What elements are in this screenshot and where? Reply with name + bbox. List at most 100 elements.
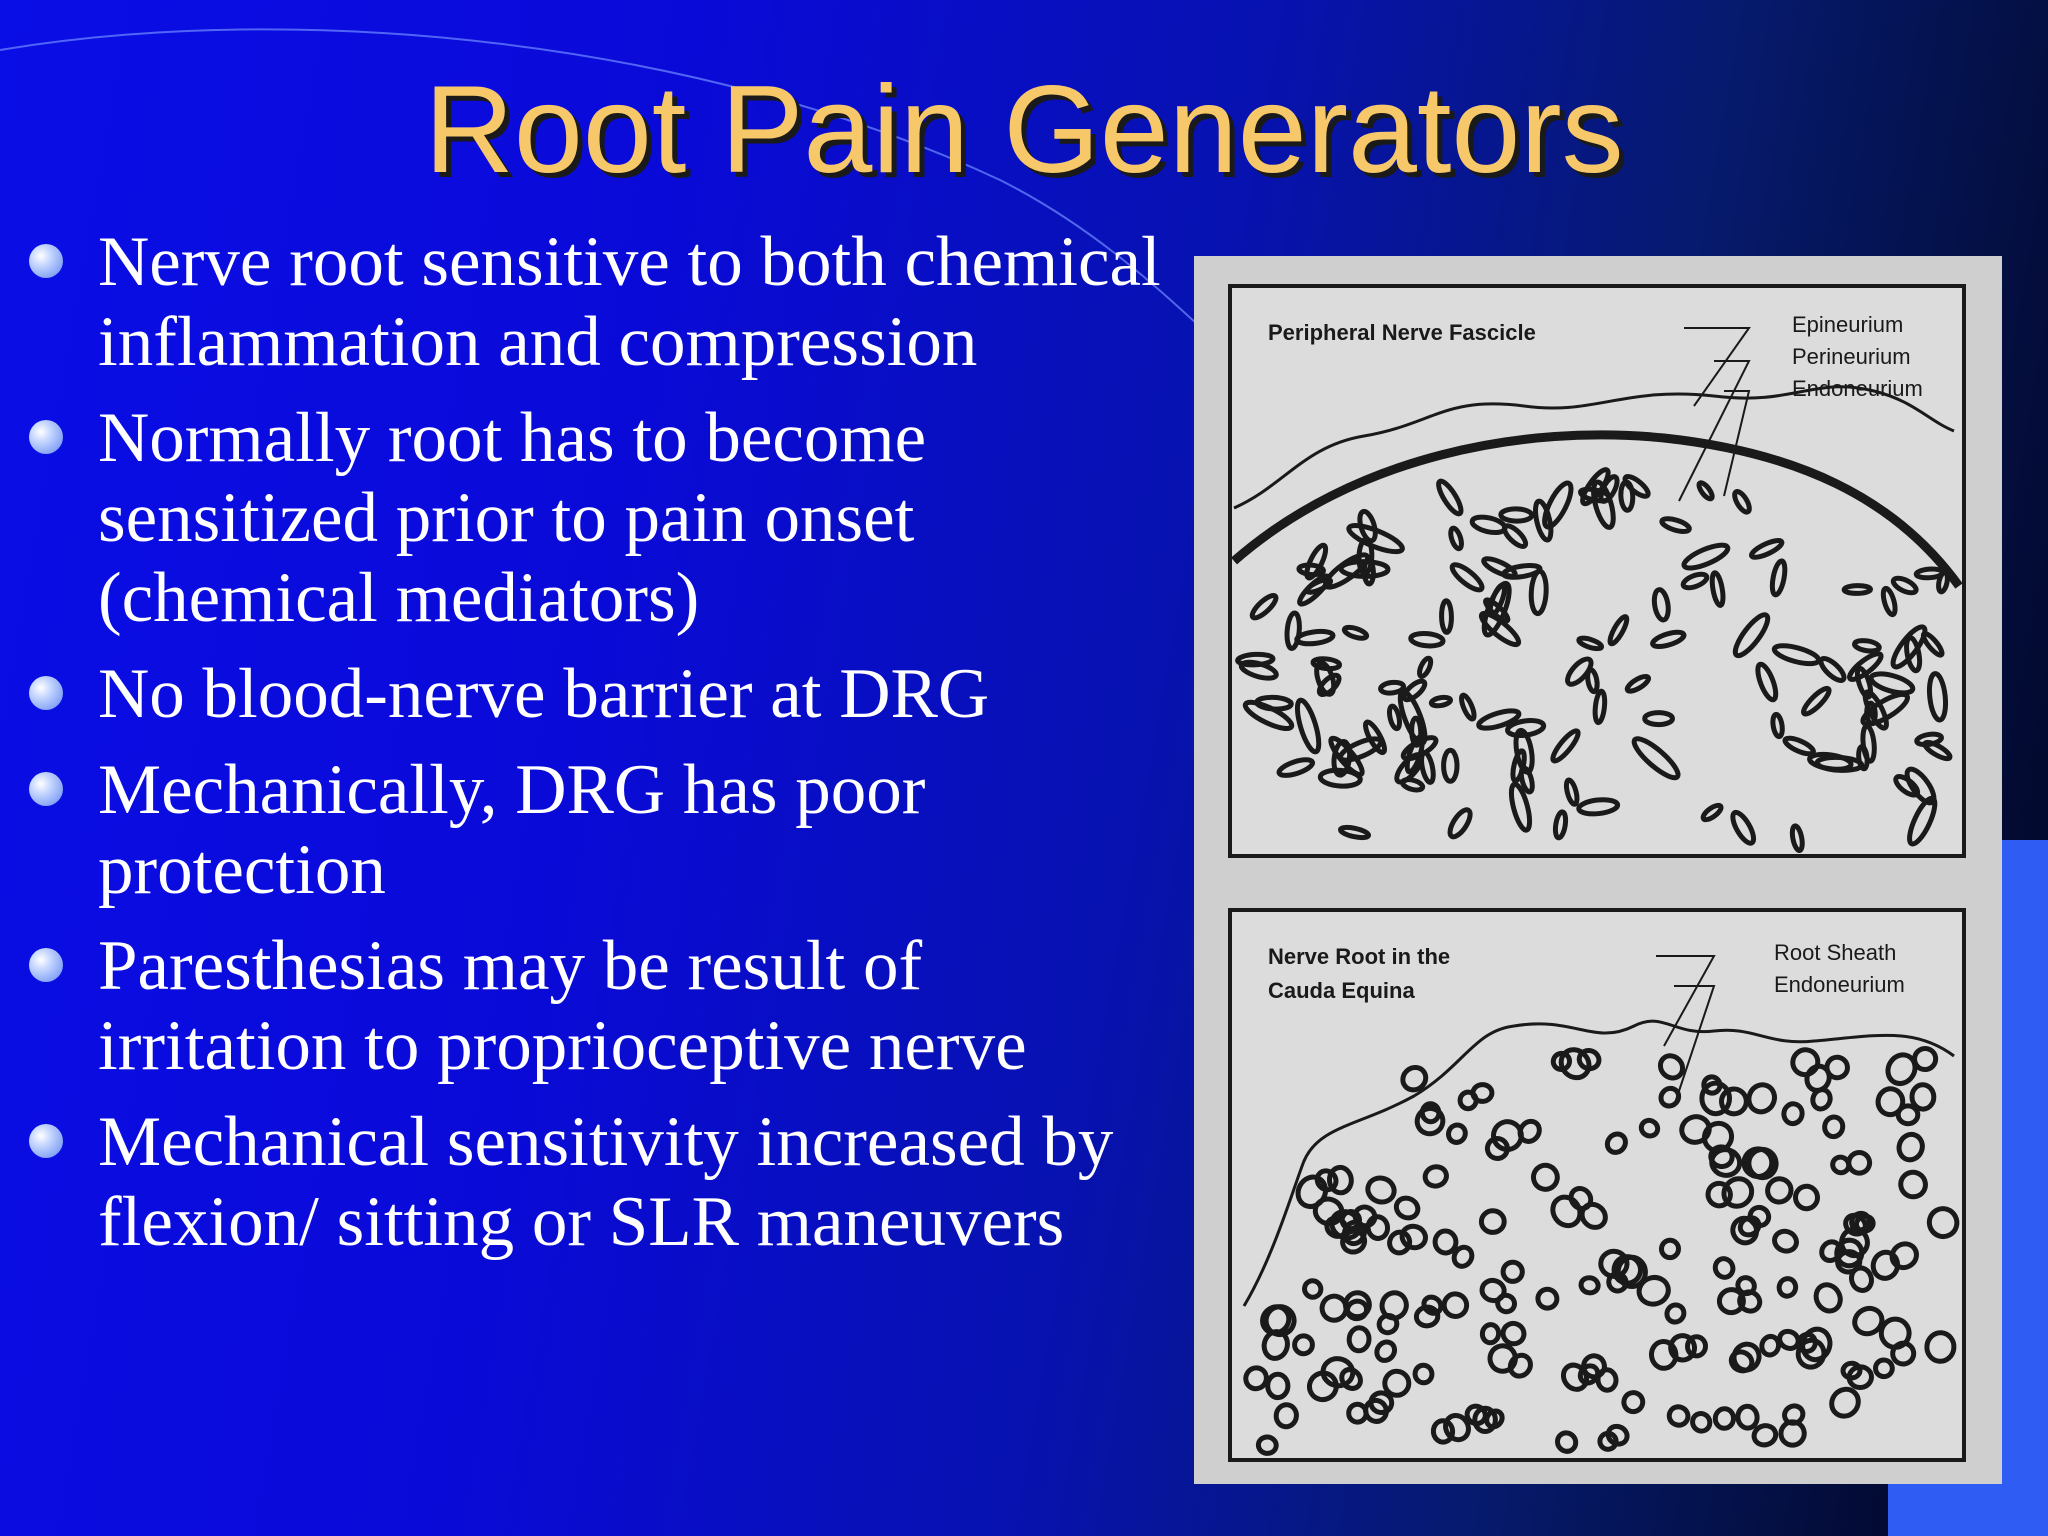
nerve-fiber-circle	[1320, 1356, 1356, 1389]
bullet-text: Mechanically, DRG has poor protection	[98, 751, 926, 909]
nerve-fiber-oval	[1542, 480, 1574, 530]
nerve-diagram-figure: Peripheral Nerve Fascicle Epineurium Per…	[1194, 256, 2002, 1484]
nerve-fiber-oval	[1782, 735, 1816, 757]
bullet-text: No blood-nerve barrier at DRG	[98, 655, 990, 733]
nerve-fiber-oval	[1284, 610, 1302, 651]
perineurium-outline	[1231, 430, 1963, 589]
nerve-fiber-circle	[1885, 1052, 1918, 1087]
bullet-icon	[29, 244, 63, 278]
nerve-fiber-oval	[1550, 728, 1581, 764]
nerve-fiber-circle	[1778, 1419, 1807, 1448]
nerve-fiber-oval	[1448, 525, 1464, 552]
nerve-fiber-oval	[1852, 638, 1882, 654]
nerve-fiber-circle	[1432, 1228, 1459, 1256]
nerve-fiber-oval	[1436, 478, 1464, 517]
nerve-fiber-oval	[1592, 688, 1608, 726]
nerve-fiber-circle	[1790, 1047, 1821, 1078]
nerve-fiber-oval	[1700, 802, 1724, 823]
nerve-fiber-oval	[1469, 514, 1508, 536]
nerve-fiber-circle	[1387, 1229, 1413, 1256]
nerve-fiber-oval	[1618, 479, 1636, 513]
nerve-fiber-oval	[1913, 566, 1946, 581]
nerve-fiber-oval	[1296, 562, 1326, 578]
nerve-fiber-circle	[1777, 1328, 1801, 1351]
nerve-fiber-circle	[1875, 1086, 1906, 1118]
root-sheath-leader	[1656, 955, 1716, 1047]
nerve-fiber-oval	[1651, 587, 1671, 623]
nerve-fiber-circle	[1312, 1196, 1345, 1227]
nerve-fiber-circle	[1751, 1423, 1779, 1448]
nerve-fiber-circle	[1479, 1322, 1502, 1346]
nerve-fiber-circle	[1705, 1180, 1733, 1209]
nerve-fiber-circle	[1684, 1334, 1709, 1359]
bullet-icon	[29, 948, 63, 982]
nerve-fiber-circle	[1382, 1368, 1412, 1398]
nerve-fiber-oval	[1401, 678, 1428, 703]
bullet-icon	[29, 420, 63, 454]
nerve-fiber-circle	[1261, 1329, 1290, 1361]
nerve-fiber-circle	[1638, 1117, 1661, 1139]
nerve-fiber-circle	[1668, 1333, 1698, 1363]
nerve-fiber-oval	[1749, 538, 1785, 560]
perineurium-leader	[1678, 360, 1751, 502]
perineurium-label: Perineurium	[1792, 344, 1911, 369]
nerve-fiber-oval	[1254, 694, 1294, 712]
nerve-fiber-oval	[1563, 777, 1580, 807]
nerve-fiber-circle	[1708, 1144, 1735, 1170]
nerve-fiber-oval	[1854, 665, 1874, 700]
nerve-fiber-oval	[1459, 692, 1477, 722]
nerve-fiber-oval	[1709, 570, 1726, 608]
nerve-fiber-circle	[1772, 1228, 1799, 1254]
nerve-fiber-oval	[1481, 556, 1518, 579]
nerve-fiber-circle	[1365, 1175, 1397, 1205]
root-fiber-group	[1243, 1045, 1960, 1456]
nerve-fiber-oval	[1386, 703, 1403, 732]
nerve-fiber-oval	[1576, 635, 1605, 652]
nerve-fiber-oval	[1807, 751, 1854, 772]
nerve-fiber-circle	[1472, 1405, 1498, 1435]
nerve-fiber-oval	[1441, 747, 1460, 784]
nerve-fiber-circle	[1346, 1325, 1372, 1354]
nerve-fiber-circle	[1804, 1063, 1832, 1093]
nerve-fiber-circle	[1530, 1162, 1560, 1192]
nerve-fiber-circle	[1636, 1274, 1671, 1307]
nerve-fiber-oval	[1510, 748, 1527, 784]
nerve-fiber-oval	[1860, 723, 1877, 764]
bullet-item: Mechanically, DRG has poor protection	[24, 750, 1174, 910]
nerve-fiber-circle	[1560, 1362, 1590, 1392]
nerve-fiber-circle	[1495, 1292, 1518, 1315]
nerve-fiber-circle	[1604, 1131, 1628, 1155]
nerve-fiber-circle	[1924, 1330, 1957, 1364]
nerve-fiber-oval	[1868, 671, 1916, 696]
bullet-item: Normally root has to become sensitized p…	[24, 398, 1174, 638]
nerve-fiber-circle	[1719, 1086, 1749, 1117]
nerve-fiber-circle	[1781, 1101, 1805, 1127]
nerve-fiber-circle	[1701, 1120, 1735, 1154]
nerve-fiber-circle	[1576, 1048, 1602, 1072]
nerve-fiber-circle	[1690, 1410, 1713, 1434]
nerve-fiber-circle	[1870, 1249, 1901, 1281]
nerve-fiber-oval	[1631, 736, 1681, 781]
nerve-fiber-circle	[1840, 1360, 1863, 1381]
nerve-fiber-circle	[1658, 1237, 1682, 1261]
nerve-fiber-circle	[1712, 1406, 1737, 1431]
bullet-icon	[29, 676, 63, 710]
nerve-fiber-circle	[1341, 1219, 1367, 1247]
nerve-fiber-oval	[1508, 781, 1533, 833]
nerve-fiber-circle	[1319, 1293, 1349, 1323]
nerve-fiber-circle	[1550, 1050, 1573, 1072]
nerve-fiber-circle	[1413, 1304, 1441, 1329]
nerve-fiber-oval	[1864, 700, 1878, 726]
nerve-fiber-oval	[1552, 809, 1569, 841]
nerve-fiber-circle	[1451, 1244, 1475, 1269]
nerve-fiber-circle	[1374, 1339, 1398, 1363]
bottom-endoneurium-leader	[1673, 985, 1716, 1107]
nerve-fiber-oval	[1880, 585, 1898, 618]
bullet-icon	[29, 1124, 63, 1158]
nerve-fiber-oval	[1847, 651, 1884, 682]
nerve-fiber-circle	[1412, 1362, 1435, 1386]
nerve-fiber-oval	[1624, 674, 1652, 694]
nerve-fiber-oval	[1317, 767, 1363, 789]
nerve-fiber-oval	[1862, 689, 1889, 731]
nerve-fiber-circle	[1621, 1390, 1646, 1415]
